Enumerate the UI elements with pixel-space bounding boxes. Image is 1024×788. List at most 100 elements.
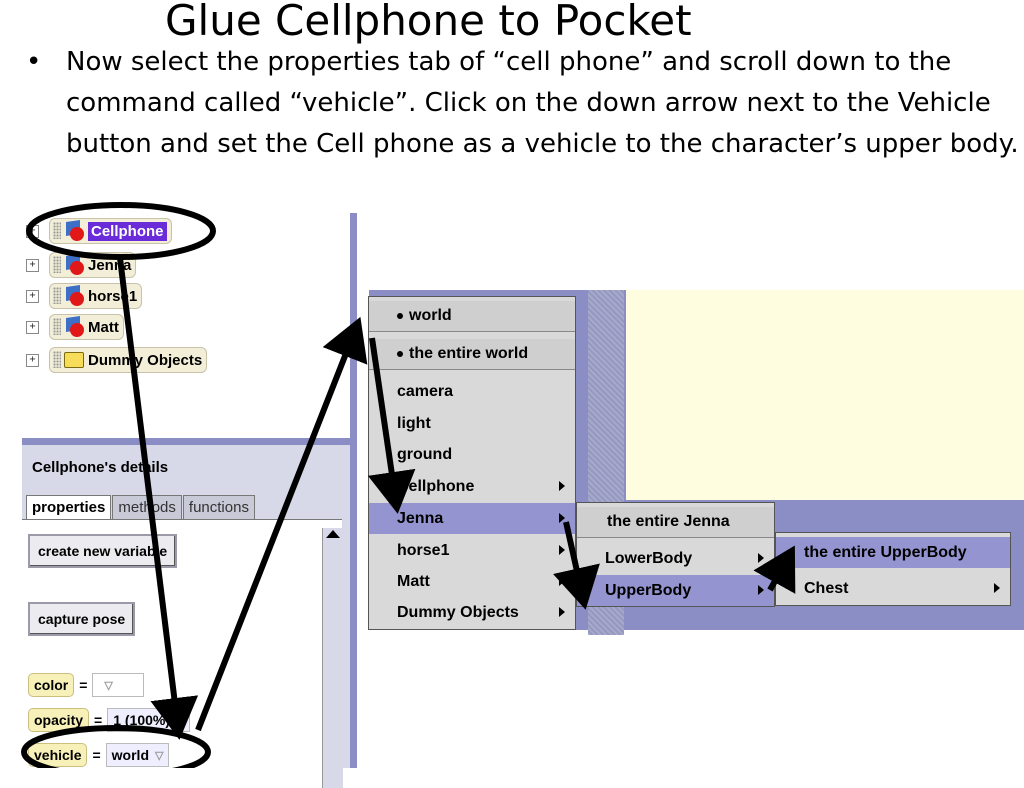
scene-view xyxy=(626,290,1024,500)
object-tile[interactable]: Cellphone xyxy=(49,218,172,244)
jenna-submenu: the entire Jenna LowerBody UpperBody xyxy=(576,502,775,607)
drag-grip-icon[interactable] xyxy=(53,256,61,273)
background-editor-strip xyxy=(357,290,369,630)
menu-item-world[interactable]: world xyxy=(369,301,575,332)
menu-item-lowerbody[interactable]: LowerBody xyxy=(577,543,774,574)
property-vehicle: vehicle = world ▽ xyxy=(28,740,170,770)
bullet-dot: • xyxy=(26,47,42,77)
create-new-variable-button[interactable]: create new variable xyxy=(28,534,178,568)
menu-item-dummy-objects[interactable]: Dummy Objects xyxy=(369,597,575,628)
tab-functions[interactable]: functions xyxy=(182,495,255,519)
menu-item-label: horse1 xyxy=(397,541,450,559)
opacity-value-dropdown[interactable]: 1 (100%) ▽ xyxy=(107,708,191,732)
tree-item-matt[interactable]: + Matt xyxy=(26,314,124,340)
properties-content: create new variable capture pose color =… xyxy=(22,519,343,788)
tree-item-label: Cellphone xyxy=(88,221,167,241)
expand-icon[interactable]: + xyxy=(26,289,39,303)
object-icon xyxy=(64,285,84,306)
dropdown-arrow-icon[interactable]: ▽ xyxy=(155,749,164,762)
tree-item-jenna[interactable]: + Jenna xyxy=(26,252,137,278)
tab-methods[interactable]: methods xyxy=(112,495,182,519)
upperbody-submenu: the entire UpperBody Chest xyxy=(775,532,1011,606)
submenu-arrow-icon xyxy=(758,553,764,563)
menu-item-entire-upperbody[interactable]: the entire UpperBody xyxy=(776,537,1010,568)
instruction-text: Now select the properties tab of “cell p… xyxy=(66,47,1019,159)
details-panel: Cellphone's details properties methods f… xyxy=(22,438,357,788)
object-icon xyxy=(64,316,84,337)
menu-item-label: Jenna xyxy=(397,509,444,527)
details-tabs: properties methods functions xyxy=(26,495,256,519)
scrollbar[interactable] xyxy=(322,528,343,788)
tree-item-label: Dummy Objects xyxy=(88,351,203,369)
property-name[interactable]: vehicle xyxy=(28,743,88,767)
equals-sign: = xyxy=(92,747,101,763)
tree-item-label: horse1 xyxy=(88,287,138,305)
tree-item-label: Jenna xyxy=(88,256,132,274)
menu-item-ground[interactable]: ground xyxy=(397,445,453,463)
menu-item-chest[interactable]: Chest xyxy=(776,573,1010,604)
equals-sign: = xyxy=(79,677,88,693)
submenu-arrow-icon xyxy=(559,607,565,617)
vehicle-value-dropdown[interactable]: world ▽ xyxy=(105,743,170,767)
submenu-arrow-icon xyxy=(559,481,565,491)
property-opacity: opacity = 1 (100%) ▽ xyxy=(28,705,191,735)
menu-item-horse1[interactable]: horse1 xyxy=(369,535,575,566)
property-name[interactable]: color xyxy=(28,673,75,697)
expand-icon[interactable]: + xyxy=(26,258,39,272)
property-value: world xyxy=(111,747,150,763)
menu-item-label: Dummy Objects xyxy=(397,603,519,621)
submenu-arrow-icon xyxy=(758,585,764,595)
menu-item-label: Cellphone xyxy=(397,477,475,495)
menu-item-label: Matt xyxy=(397,572,430,590)
bullet-dot-icon xyxy=(397,351,403,357)
object-tile[interactable]: Jenna xyxy=(49,252,137,278)
tab-properties[interactable]: properties xyxy=(26,495,112,519)
menu-item-upperbody[interactable]: UpperBody xyxy=(577,575,774,606)
folder-icon xyxy=(64,352,84,368)
property-value: 1 (100%) xyxy=(113,712,171,728)
capture-pose-button[interactable]: capture pose xyxy=(28,602,136,636)
menu-item-matt[interactable]: Matt xyxy=(369,566,575,597)
property-color: color = ▽ xyxy=(28,670,145,700)
submenu-arrow-icon xyxy=(559,513,565,523)
drag-grip-icon[interactable] xyxy=(53,318,61,335)
vehicle-menu: world the entire world camera light grou… xyxy=(368,296,576,630)
object-icon xyxy=(64,254,84,275)
bullet-dot-icon xyxy=(397,313,403,319)
submenu-arrow-icon xyxy=(559,545,565,555)
folder-tile[interactable]: Dummy Objects xyxy=(49,347,208,373)
submenu-arrow-icon xyxy=(559,576,565,586)
color-value-dropdown[interactable]: ▽ xyxy=(92,673,145,697)
menu-item-label: UpperBody xyxy=(605,581,692,599)
object-tile[interactable]: Matt xyxy=(49,314,124,340)
menu-item-light[interactable]: light xyxy=(397,414,431,432)
submenu-arrow-icon xyxy=(994,583,1000,593)
tree-item-dummy-objects[interactable]: + Dummy Objects xyxy=(26,347,208,373)
menu-item-label: world xyxy=(409,307,452,324)
property-name[interactable]: opacity xyxy=(28,708,90,732)
tree-item-horse1[interactable]: + horse1 xyxy=(26,283,143,309)
drag-grip-icon[interactable] xyxy=(53,351,61,368)
expand-icon[interactable]: + xyxy=(26,224,39,238)
menu-item-label: LowerBody xyxy=(605,549,693,567)
menu-item-entire-jenna[interactable]: the entire Jenna xyxy=(577,507,774,538)
drag-grip-icon[interactable] xyxy=(53,222,61,239)
menu-item-entire-world[interactable]: the entire world xyxy=(369,339,575,370)
drag-grip-icon[interactable] xyxy=(53,287,61,304)
object-icon xyxy=(64,220,84,241)
tree-item-cellphone[interactable]: + Cellphone xyxy=(26,218,172,244)
menu-item-jenna[interactable]: Jenna xyxy=(369,503,575,534)
tree-item-label: Matt xyxy=(88,318,119,336)
equals-sign: = xyxy=(94,712,103,728)
object-tile[interactable]: horse1 xyxy=(49,283,143,309)
scroll-up-arrow-icon[interactable] xyxy=(326,530,340,538)
menu-item-cellphone[interactable]: Cellphone xyxy=(369,471,575,502)
dropdown-arrow-icon[interactable]: ▽ xyxy=(176,714,185,727)
expand-icon[interactable]: + xyxy=(26,320,39,334)
menu-item-camera[interactable]: camera xyxy=(397,382,454,400)
dropdown-arrow-icon[interactable]: ▽ xyxy=(104,679,113,692)
expand-icon[interactable]: + xyxy=(26,353,39,367)
menu-item-label: Chest xyxy=(804,579,849,597)
details-title: Cellphone's details xyxy=(32,459,169,476)
slide-title: Glue Cellphone to Pocket xyxy=(165,0,692,45)
